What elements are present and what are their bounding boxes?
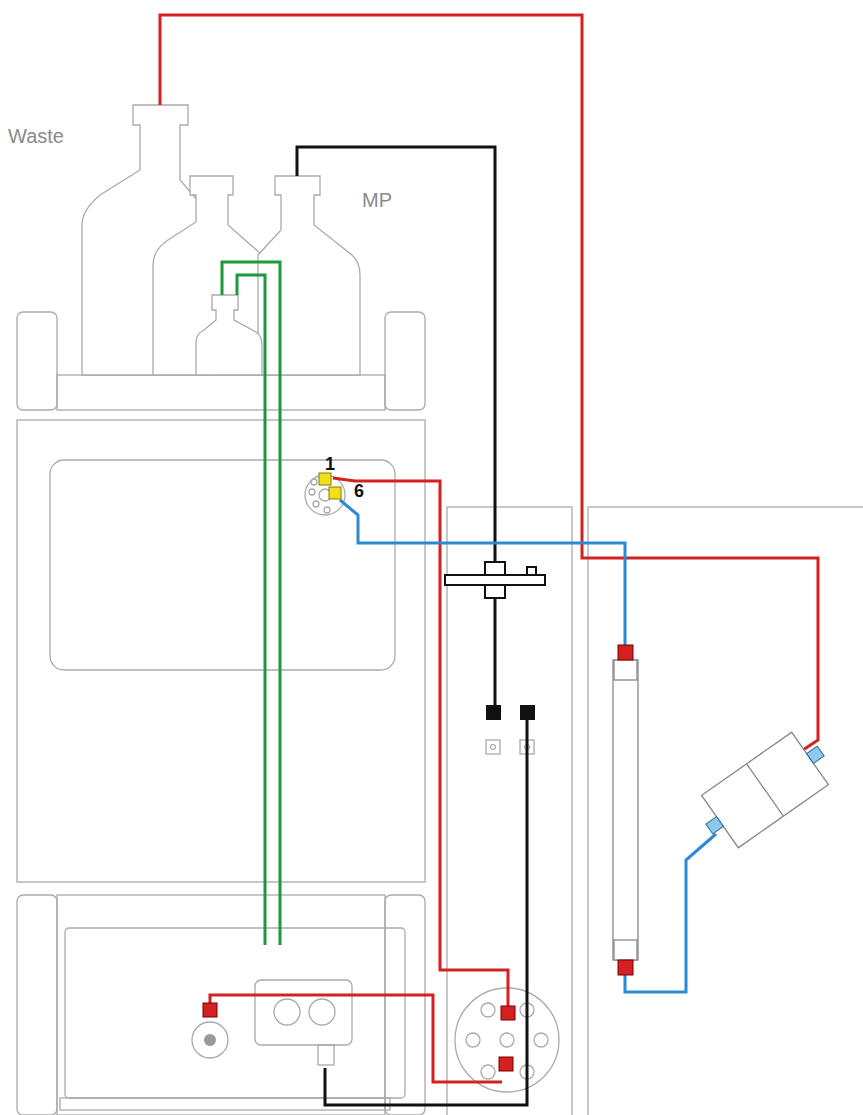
port-number: 6 <box>354 482 364 500</box>
bottle-label: MP <box>362 190 392 210</box>
port-number: 1 <box>325 455 335 473</box>
bottle-label: Waste <box>8 126 64 146</box>
